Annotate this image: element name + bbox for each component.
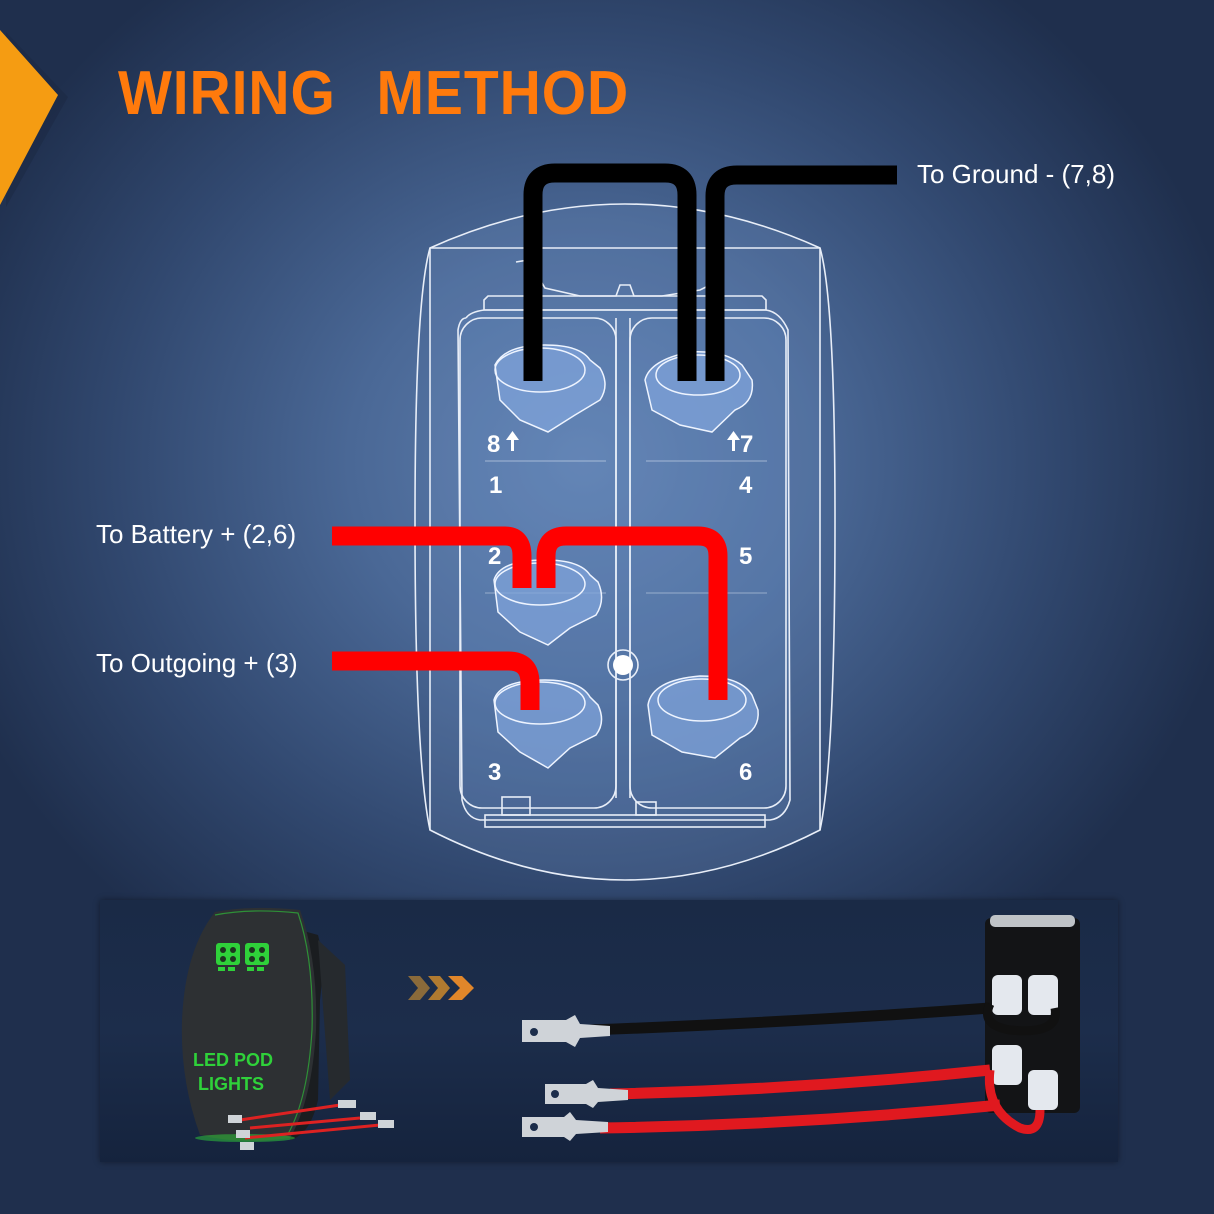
ground-label: To Ground - (7,8) bbox=[917, 159, 1115, 189]
corner-arrow-icon bbox=[0, 30, 68, 207]
battery-label: To Battery + (2,6) bbox=[96, 519, 297, 549]
page-title: WIRING METHOD bbox=[118, 59, 630, 128]
arrow-up-icon bbox=[727, 431, 740, 451]
arrow-up-icon bbox=[506, 431, 519, 451]
ground-wire bbox=[523, 163, 897, 381]
pin-label-4: 4 bbox=[739, 472, 753, 499]
terminal-pin-7 bbox=[644, 351, 754, 433]
wired-switch-image bbox=[522, 915, 1080, 1141]
chevrons-right-icon bbox=[408, 976, 474, 1000]
pin-label-8: 8 bbox=[487, 431, 500, 458]
switch-label-line2: LIGHTS bbox=[198, 1074, 264, 1094]
pin-label-7: 7 bbox=[740, 431, 753, 458]
switch-wiring-diagram: 8 7 1 4 2 5 3 6 bbox=[332, 163, 897, 881]
outgoing-label: To Outgoing + (3) bbox=[96, 648, 298, 678]
pin-label-3: 3 bbox=[488, 759, 501, 786]
switch-label-line1: LED POD bbox=[193, 1050, 273, 1070]
terminal-pin-6 bbox=[647, 675, 759, 759]
pin-label-6: 6 bbox=[739, 759, 752, 786]
outgoing-wire bbox=[332, 651, 540, 710]
pin-label-1: 1 bbox=[489, 472, 502, 499]
battery-wire bbox=[332, 526, 728, 700]
led-pod-switch-image: LED POD LIGHTS bbox=[181, 907, 394, 1150]
pin-label-5: 5 bbox=[739, 543, 752, 570]
pin-label-2: 2 bbox=[488, 543, 501, 570]
